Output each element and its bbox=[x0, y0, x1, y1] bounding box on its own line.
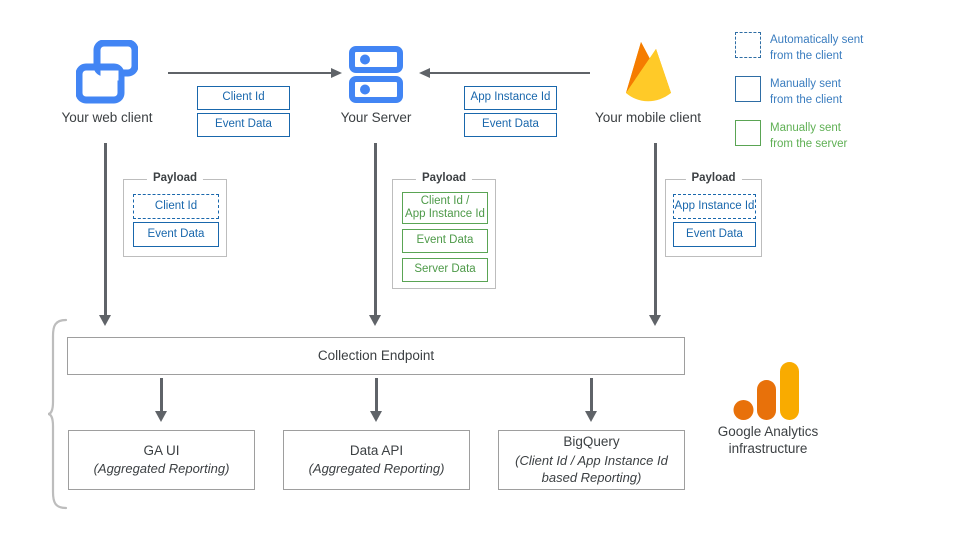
arrow-endpoint-to-data-api-line bbox=[375, 378, 378, 412]
infrastructure-bracket bbox=[46, 318, 70, 510]
legend-swatch-dashed-icon bbox=[735, 32, 761, 58]
mobile-client-label: Your mobile client bbox=[594, 110, 702, 125]
mobile-payload-title: Payload bbox=[685, 172, 742, 184]
web-payload-item-client-id: Client Id bbox=[133, 194, 219, 219]
arrow-web-to-server-line bbox=[168, 72, 331, 74]
output-subtitle-bigquery: (Client Id / App Instance Id based Repor… bbox=[515, 452, 668, 486]
legend-label-automatic-client: Automatically sent from the client bbox=[770, 34, 864, 62]
collection-endpoint-label: Collection Endpoint bbox=[317, 347, 435, 363]
web-payload-group: Payload Client Id Event Data bbox=[123, 172, 227, 257]
web-payload-title: Payload bbox=[146, 172, 204, 184]
arrow-mobile-down-head bbox=[649, 315, 661, 326]
output-box-data-api[interactable]: Data API (Aggregated Reporting) bbox=[283, 430, 470, 490]
output-subtitle-ga-ui: (Aggregated Reporting) bbox=[93, 461, 230, 477]
server-payload-title: Payload bbox=[415, 172, 473, 184]
legend-label-manual-server: Manually sent from the server bbox=[770, 122, 848, 150]
legend: Automatically sent from the client Manua… bbox=[735, 32, 863, 164]
arrow-web-down-line bbox=[104, 143, 107, 315]
mobile-payload-group: Payload App Instance Id Event Data bbox=[665, 172, 762, 257]
chip-mobile-event-data: Event Data bbox=[464, 113, 557, 137]
mobile-payload-item-app-instance-id: App Instance Id bbox=[673, 194, 756, 219]
chip-web-event-data: Event Data bbox=[197, 113, 290, 137]
arrow-endpoint-to-data-api-head bbox=[370, 411, 382, 422]
legend-swatch-solid-green-icon bbox=[735, 120, 761, 147]
legend-item-manual-server: Manually sent from the server bbox=[735, 120, 863, 152]
output-title-bigquery: BigQuery bbox=[563, 434, 620, 450]
legend-item-automatic-client: Automatically sent from the client bbox=[735, 32, 863, 64]
arrow-web-to-server-head bbox=[331, 67, 342, 78]
collection-endpoint-box[interactable]: Collection Endpoint bbox=[67, 337, 685, 375]
mobile-payload-item-event-data: Event Data bbox=[673, 222, 756, 247]
web-payload-item-event-data: Event Data bbox=[133, 222, 219, 247]
server-label: Your Server bbox=[340, 110, 412, 125]
output-title-ga-ui: GA UI bbox=[143, 443, 180, 459]
legend-label-manual-client: Manually sent from the client bbox=[770, 78, 843, 106]
firebase-flame-icon bbox=[617, 36, 679, 110]
chip-web-client-id: Client Id bbox=[197, 86, 290, 110]
arrow-endpoint-to-bigquery-line bbox=[590, 378, 593, 412]
server-icon bbox=[349, 46, 403, 104]
infrastructure-label-line1: Google Analytics bbox=[717, 424, 819, 439]
web-client-icon bbox=[76, 40, 138, 106]
arrow-mobile-to-server-line bbox=[430, 72, 590, 74]
server-payload-item-server-data: Server Data bbox=[402, 258, 488, 282]
arrow-endpoint-to-bigquery-head bbox=[585, 411, 597, 422]
legend-swatch-solid-blue-icon bbox=[735, 76, 761, 103]
output-subtitle-data-api: (Aggregated Reporting) bbox=[308, 461, 445, 477]
arrow-mobile-to-server-head bbox=[419, 67, 430, 78]
infrastructure-label-line2: infrastructure bbox=[728, 441, 808, 456]
arrow-endpoint-to-ga-ui-head bbox=[155, 411, 167, 422]
server-payload-item-ids: Client Id / App Instance Id bbox=[402, 192, 488, 224]
server-payload-item-event-data: Event Data bbox=[402, 229, 488, 253]
output-box-bigquery[interactable]: BigQuery (Client Id / App Instance Id ba… bbox=[498, 430, 685, 490]
arrow-web-down-head bbox=[99, 315, 111, 326]
arrow-mobile-down-line bbox=[654, 143, 657, 315]
output-title-data-api: Data API bbox=[349, 443, 404, 459]
server-payload-group: Payload Client Id / App Instance Id Even… bbox=[392, 172, 496, 289]
google-analytics-logo bbox=[733, 362, 805, 420]
web-client-label: Your web client bbox=[61, 110, 153, 125]
legend-item-manual-client: Manually sent from the client bbox=[735, 76, 863, 108]
arrow-endpoint-to-ga-ui-line bbox=[160, 378, 163, 412]
output-box-ga-ui[interactable]: GA UI (Aggregated Reporting) bbox=[68, 430, 255, 490]
arrow-server-down-line bbox=[374, 143, 377, 315]
arrow-server-down-head bbox=[369, 315, 381, 326]
chip-mobile-app-instance-id: App Instance Id bbox=[464, 86, 557, 110]
